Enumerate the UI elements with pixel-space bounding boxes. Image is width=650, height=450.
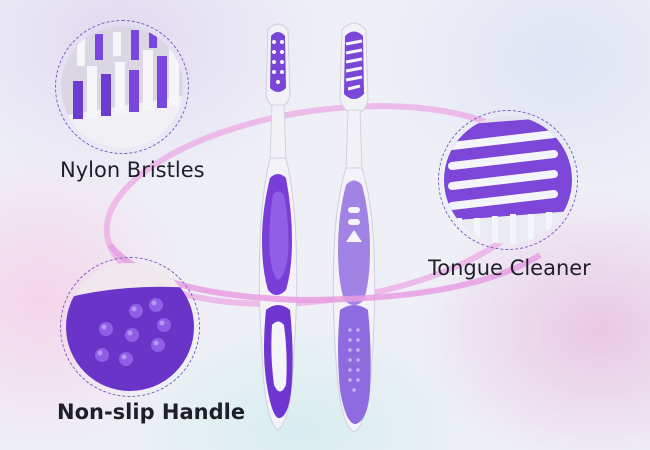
tongue-cleaner-closeup xyxy=(444,116,572,244)
handle-callout-border xyxy=(60,257,200,397)
nylon-bristles-closeup xyxy=(61,26,183,148)
non-slip-handle-label: Non-slip Handle xyxy=(57,400,246,424)
tongue-cleaner-label: Tongue Cleaner xyxy=(428,256,591,280)
nylon-bristles-label: Nylon Bristles xyxy=(60,158,205,182)
non-slip-handle-closeup xyxy=(66,263,194,391)
nylon-callout-border xyxy=(55,20,189,154)
tongue-callout-border xyxy=(438,110,578,250)
